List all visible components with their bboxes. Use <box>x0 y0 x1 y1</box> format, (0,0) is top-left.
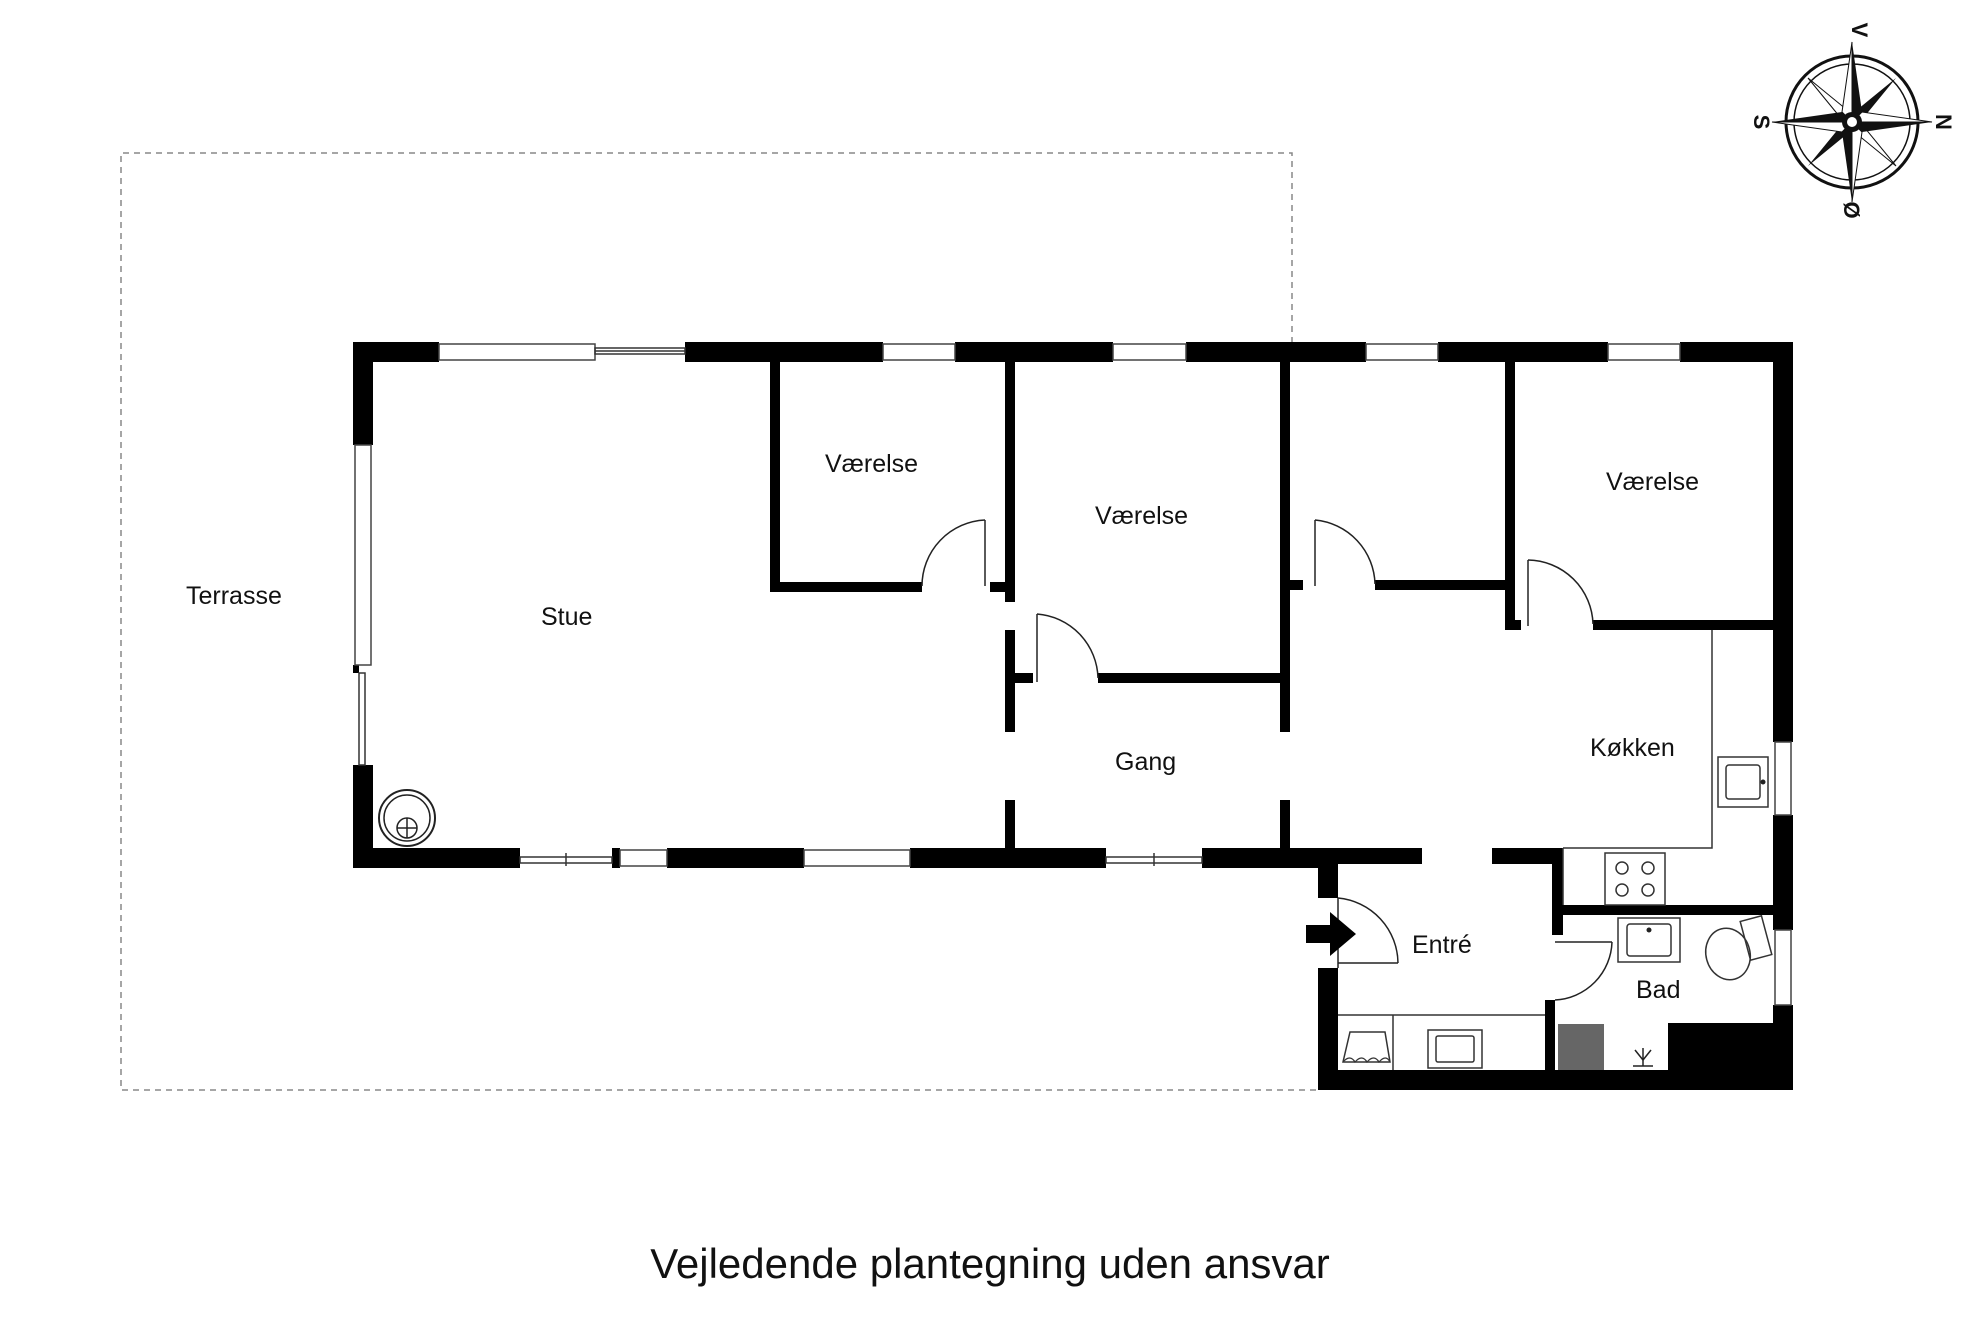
entry-cabinet <box>1338 1014 1545 1070</box>
outer-walls <box>353 342 1793 1090</box>
kitchen-counters <box>1562 630 1713 905</box>
label-vaerelse-2: Værelse <box>1095 502 1188 530</box>
label-bad: Bad <box>1636 976 1680 1004</box>
stove-icon <box>1604 852 1666 906</box>
kitchen-sink-icon <box>1717 756 1769 808</box>
compass-south-label: S <box>1749 115 1774 130</box>
plan-disclaimer: Vejledende plantegning uden ansvar <box>650 1240 1330 1287</box>
interior-walls <box>770 362 1773 1080</box>
label-vaerelse-1: Værelse <box>825 450 918 478</box>
label-koekken: Køkken <box>1590 734 1675 762</box>
label-gang: Gang <box>1115 748 1176 776</box>
fireplace-icon <box>378 789 436 847</box>
sliding-doors <box>358 347 1203 866</box>
floor-drain-icon <box>1633 1048 1653 1067</box>
entry-arrow <box>1306 912 1356 956</box>
terrace-outline <box>120 152 1318 1091</box>
doors <box>921 519 1613 1001</box>
label-vaerelse-3: Værelse <box>1606 468 1699 496</box>
toilet-icon <box>1704 914 1773 981</box>
shower-tile <box>1558 1024 1604 1070</box>
windows <box>354 343 1792 1006</box>
compass-west-label: V <box>1847 23 1872 38</box>
label-terrasse: Terrasse <box>186 582 282 610</box>
compass-north-label: N <box>1931 114 1956 130</box>
bath-sink-icon <box>1617 917 1681 963</box>
label-entre: Entré <box>1412 931 1472 959</box>
compass-east-label: Ø <box>1839 201 1864 218</box>
compass-rose-icon <box>1771 41 1933 203</box>
label-stue: Stue <box>541 603 592 631</box>
